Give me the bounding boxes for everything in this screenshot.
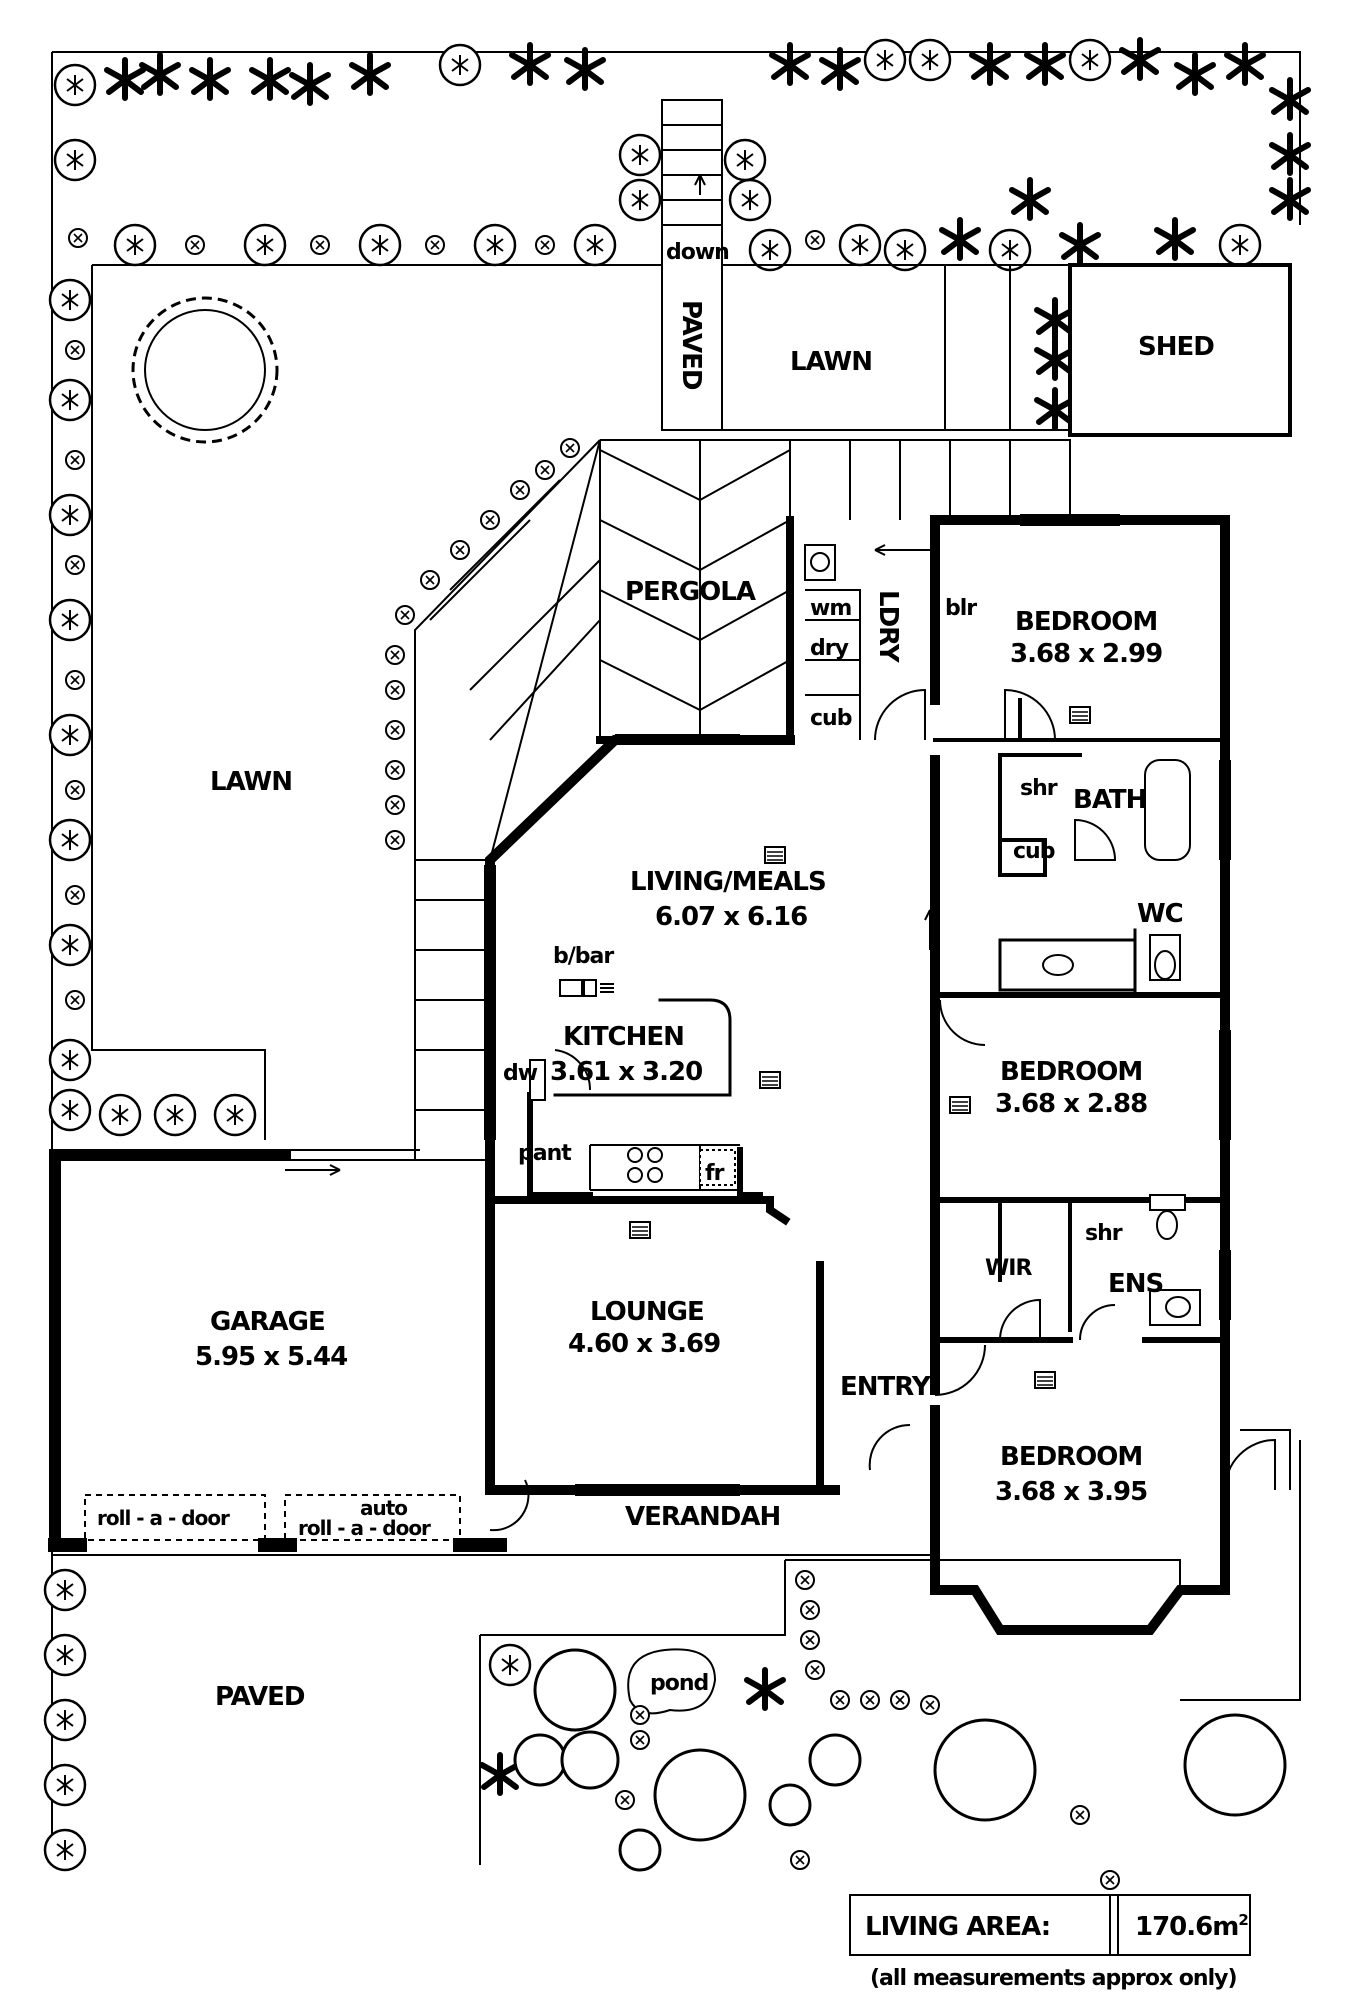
living-area-label: LIVING AREA: [865, 1912, 1050, 1942]
ldry-label: LDRY [873, 590, 903, 664]
bedroom3-dims: 3.68 x 3.95 [995, 1477, 1147, 1507]
lounge-dims: 4.60 x 3.69 [568, 1329, 720, 1359]
living-dims: 6.07 x 6.16 [655, 902, 807, 932]
pant-label: pant [518, 1141, 572, 1166]
shed [1068, 263, 1292, 437]
measurements-note: (all measurements approx only) [870, 1966, 1237, 1991]
wc-label: WC [1137, 899, 1183, 929]
lawn-left-label: LAWN [210, 767, 292, 797]
vents [629, 706, 1091, 1389]
cub-bath-label: cub [1013, 839, 1055, 864]
cub-ldry-label: cub [810, 706, 852, 731]
lounge-label: LOUNGE [590, 1297, 704, 1327]
pergola [414, 439, 1071, 1161]
verandah-label: VERANDAH [625, 1502, 780, 1532]
garage-doors [84, 1494, 461, 1541]
labels: LAWN PAVED down SHED PERGOLA LDRY wm dry… [97, 240, 1249, 1991]
entry-label: ENTRY [840, 1372, 932, 1402]
windows [290, 514, 1231, 1496]
dry-label: dry [810, 636, 849, 661]
shr-ens-label: shr [1085, 1221, 1123, 1246]
wir-label: WIR [985, 1256, 1032, 1281]
wm-label: wm [810, 596, 851, 621]
pergola-label: PERGOLA [625, 577, 756, 607]
blr-label: blr [945, 596, 977, 621]
living-label: LIVING/MEALS [630, 867, 826, 897]
lawn-top-label: LAWN [790, 347, 872, 377]
large-tree [131, 296, 279, 444]
bbar-label: b/bar [553, 944, 614, 969]
living-area-value: 170.6m2 [1135, 1911, 1248, 1942]
kitchen-label: KITCHEN [563, 1022, 684, 1052]
shed-label: SHED [1138, 332, 1214, 362]
ens-label: ENS [1108, 1269, 1163, 1299]
roll-door-label: roll - a - door [97, 1506, 230, 1530]
arrows [285, 544, 936, 1176]
paved-front-label: PAVED [215, 1682, 305, 1712]
front-garden [43, 1440, 1301, 1890]
pond-label: pond [650, 1671, 708, 1696]
auto-roll-door-label: roll - a - door [298, 1516, 431, 1540]
fr-label: fr [705, 1161, 725, 1186]
bath-label: BATH [1073, 785, 1146, 815]
kitchen-fittings [529, 979, 740, 1191]
auto-label: auto [360, 1496, 407, 1520]
dw-label: dw [503, 1061, 538, 1086]
bedroom2-dims: 3.68 x 2.88 [995, 1089, 1147, 1119]
shr-bath-label: shr [1020, 776, 1058, 801]
paved-path-label: PAVED [676, 300, 706, 390]
laundry-fittings [804, 544, 861, 740]
bedroom2-label: BEDROOM [1000, 1057, 1142, 1087]
down-label: down [666, 240, 729, 265]
bedroom1-dims: 3.68 x 2.99 [1010, 639, 1162, 669]
garage-dims: 5.95 x 5.44 [195, 1342, 347, 1372]
kitchen-dims: 3.61 x 3.20 [550, 1057, 702, 1087]
house-walls [48, 515, 1230, 1635]
legend [849, 1894, 1251, 1956]
garage-label: GARAGE [210, 1307, 325, 1337]
bedroom1-label: BEDROOM [1015, 607, 1157, 637]
bath-fittings [1042, 759, 1201, 1326]
doors [489, 688, 1291, 1532]
top-lawn-outline [722, 264, 1070, 431]
bedroom3-label: BEDROOM [1000, 1442, 1142, 1472]
